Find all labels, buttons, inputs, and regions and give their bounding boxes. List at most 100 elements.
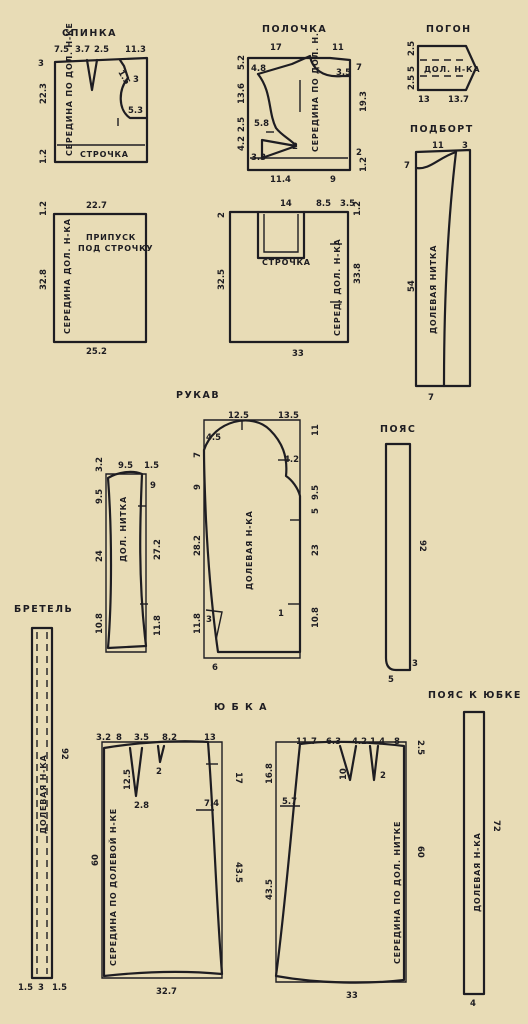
facing-outline [414, 148, 472, 388]
dim: 1.2 [353, 201, 363, 216]
back-shoulder-line [118, 58, 130, 80]
dim: 3 [206, 615, 212, 625]
belt-outline [384, 442, 412, 672]
dim: 5.3 [128, 106, 143, 116]
dim: 14 [280, 199, 292, 209]
facing-piece: ПОДБОРТ 11 3 7 54 7 ДОЛЕВАЯ НИТКА [404, 124, 472, 403]
epaulet-title: ПОГОН [426, 24, 472, 35]
dim: 10 [339, 768, 349, 780]
skirt-front-outline [274, 740, 406, 984]
sleeve-grain-label: ДОЛЕВАЯ Н-КА [245, 510, 254, 590]
dim: 3.5 [336, 68, 351, 78]
dim: 43.5 [233, 862, 243, 883]
skirt-front-center-label: СЕРЕДИНА ПО ДОЛ. НИТКЕ [393, 821, 402, 964]
dim: 2.5 [407, 75, 417, 90]
dim: 11 [311, 424, 321, 436]
dim: 1 [278, 609, 284, 619]
dim: 3 [38, 983, 44, 993]
epaulet-grain-label: ДОЛ. Н-КА [424, 65, 480, 74]
dim: 1.2 [39, 201, 49, 216]
strap-grain-label: ДОЛЕВАЯ Н-КА [39, 754, 48, 834]
dim: 11.7 [296, 737, 317, 747]
dim: 2 [156, 767, 162, 777]
dim: 72 [491, 820, 501, 832]
skirt-front-dart [338, 744, 358, 782]
dim: 32.8 [39, 269, 49, 290]
dim: 27.2 [153, 539, 163, 560]
front-center-label: СЕРЕДИНА ПО ДОЛ. Н. [311, 32, 320, 152]
dim: 23 [311, 544, 321, 556]
skirt-back-center-label: СЕРЕДИНА ПО ДОЛЕВОЙ Н-КЕ [107, 808, 118, 966]
dim: 9 [193, 484, 203, 490]
skirt-front-dart [368, 744, 380, 782]
lower-front-stitch-label: СТРОЧКА [262, 258, 311, 267]
dim: 33 [292, 349, 304, 359]
dim: 2 [217, 212, 227, 218]
skirt-belt-grain-label: ДОЛЕВАЯ Н-КА [473, 832, 482, 912]
strap-title: БРЕТЕЛЬ [14, 604, 73, 615]
dim: 33 [346, 991, 358, 1001]
dim: 3.7 [75, 45, 90, 55]
dim: 4.2 [352, 737, 367, 747]
lower-back-outline [52, 212, 148, 344]
dim: 7 [356, 63, 362, 73]
dim: 1.5 [115, 69, 131, 87]
dim: 60 [415, 846, 425, 858]
dim: 3 [462, 141, 468, 151]
front-neck-shoulder [256, 54, 352, 78]
epaulet-piece: ПОГОН ДОЛ. Н-КА 2.5 5 2.5 13 13.7 [407, 24, 480, 105]
dim: 25.2 [86, 347, 107, 357]
dim: 17 [233, 772, 243, 784]
front-side-dart [260, 138, 298, 160]
dim: 13 [418, 95, 430, 105]
dim: 7 [428, 393, 434, 403]
lower-front-piece: 14 8.5 3.5 2 32.5 1.2 33.8 33 СТРОЧКА СЕ… [217, 199, 363, 359]
dim: 11.4 [270, 175, 291, 185]
back-armhole [119, 76, 149, 120]
dim: 12.5 [123, 769, 133, 790]
dim: 13.5 [278, 411, 299, 421]
dim: 11.3 [125, 45, 146, 55]
pocket-inner [263, 214, 299, 253]
dim: 4 [470, 999, 476, 1009]
dim: 2.5 [407, 41, 417, 56]
skirt-front-piece: 11.7 6.3 4.2 1.4 8 2.5 16.8 5.7 43.5 10 … [265, 737, 425, 1001]
allowance-label: ПРИПУСК [86, 233, 136, 242]
dim: 2.5 [94, 45, 109, 55]
dim: 3.2 [96, 733, 111, 743]
dim: 3 [412, 659, 418, 669]
dim: 2 [292, 142, 298, 152]
dim: 3.2 [95, 457, 105, 472]
sleeve-small-grain-label: ДОЛ. НИТКА [119, 496, 128, 562]
dim: 5 [407, 66, 417, 72]
dim: 5 [311, 508, 321, 514]
facing-grain-label: ДОЛЕВАЯ НИТКА [429, 245, 438, 334]
dim: 8.2 [162, 733, 177, 743]
belt-title: ПОЯС [380, 424, 416, 435]
dim: 4.5 [206, 433, 221, 443]
dim: 1.5 [18, 983, 33, 993]
belt-piece: ПОЯС 92 5 3 [380, 424, 427, 685]
dim: 7 [193, 452, 203, 458]
dim: 8.5 [316, 199, 331, 209]
dim: 7.5 [54, 45, 69, 55]
sleeve-outline [202, 419, 302, 654]
dim: 19.3 [359, 91, 369, 112]
dim: 6.3 [326, 737, 341, 747]
sleeve-piece: 12.5 13.5 4.5 7 9 28.2 11.8 3 11 4.2 9.5… [193, 411, 321, 673]
dim: 2.8 [134, 801, 149, 811]
dim: 2 [380, 771, 386, 781]
dim: 22.3 [39, 83, 49, 104]
dim: 11.8 [193, 613, 203, 634]
skirt-back-piece: Ю Б К А 3.2 8 3.5 8.2 13 2 12.5 2.8 60 1… [91, 702, 266, 997]
dim: 4.8 [251, 64, 266, 74]
facing-neck [414, 150, 458, 170]
dim: 1.4 [370, 737, 385, 747]
dim: 28.2 [193, 535, 203, 556]
dim: 9.5 [95, 489, 105, 504]
dim: 2 [356, 148, 362, 158]
dim: 11 [332, 43, 344, 53]
dim: 3.5 [340, 199, 355, 209]
dim: 3 [133, 75, 139, 85]
front-piece: ПОЛОЧКА 17 11 5.2 4.8 13.6 2.5 5.8 4.2 3… [237, 24, 369, 185]
